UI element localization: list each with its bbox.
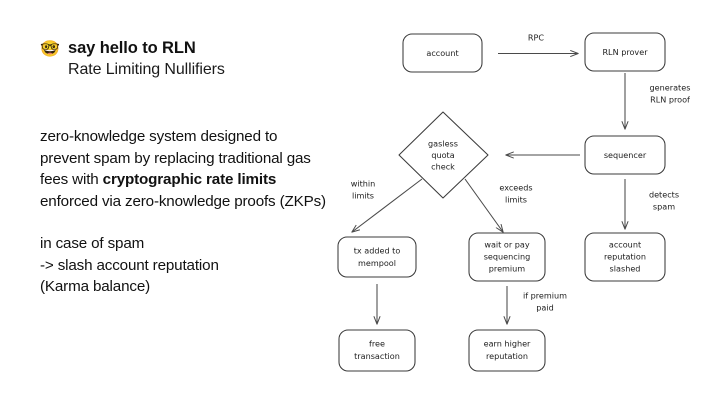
edge-within-limits: within limits [351, 178, 423, 233]
slide-header: 🤓 say hello to RLN Rate Limiting Nullifi… [40, 38, 340, 80]
node-rln-prover-label: RLN prover [602, 47, 648, 57]
spam-line-2: -> slash account reputation [40, 256, 219, 274]
node-gasless-quota-check[interactable]: gasless quota check [398, 111, 489, 199]
edge-within-limits-label-1: within [351, 179, 376, 189]
node-sequencer-label: sequencer [604, 150, 647, 160]
node-tx-added-to-mempool[interactable]: tx added to mempool [337, 236, 417, 278]
node-account-label: account [426, 48, 458, 58]
node-wait-or-pay-label-2: sequencing [484, 252, 531, 262]
node-reputation-slashed-label-2: reputation [604, 252, 646, 262]
node-quota-check-shape [398, 111, 489, 199]
edge-within-limits-label-2: limits [352, 191, 374, 201]
description-part-1: zero-knowledge system designed to preven… [40, 128, 311, 188]
edge-exceeds-limits-line [464, 178, 503, 232]
edge-within-limits-line [352, 178, 423, 232]
edge-detects-label-2: spam [653, 202, 675, 212]
node-quota-check-label-1: gasless [428, 139, 458, 149]
node-tx-mempool-label-2: mempool [358, 258, 396, 268]
paragraph-spacer [40, 212, 330, 233]
edge-rpc-label: RPC [528, 33, 545, 43]
node-rln-prover[interactable]: RLN prover [584, 32, 666, 72]
edge-if-premium-label-2: paid [536, 303, 553, 313]
edge-generates-label-2: RLN proof [650, 95, 690, 105]
nerd-face-emoji: 🤓 [40, 41, 60, 58]
node-reputation-slashed-label-1: account [609, 240, 641, 250]
edge-detects-label-1: detects [649, 190, 679, 200]
node-tx-mempool-label-1: tx added to [354, 246, 401, 256]
description-paragraph: zero-knowledge system designed to preven… [40, 126, 330, 212]
node-earn-reputation-label-2: reputation [486, 351, 528, 361]
edge-detects-spam: detects spam [625, 179, 679, 229]
node-wait-or-pay-label-1: wait or pay [484, 240, 530, 250]
description-part-2: enforced via zero-knowledge proofs (ZKPs… [40, 192, 326, 210]
node-quota-check-label-3: check [431, 162, 455, 172]
node-wait-or-pay-label-3: premium [489, 264, 526, 274]
node-tx-mempool-shape [337, 236, 417, 278]
node-free-transaction[interactable]: free transaction [338, 329, 416, 372]
node-earn-reputation-label-1: earn higher [484, 339, 531, 349]
page-title: say hello to RLN [68, 39, 196, 57]
edge-exceeds-limits: exceeds limits [464, 178, 533, 232]
node-account-reputation-slashed[interactable]: account reputation slashed [584, 232, 666, 282]
spam-line-3: (Karma balance) [40, 278, 151, 295]
node-earn-reputation-shape [468, 329, 546, 372]
edge-if-premium-label-1: if premium [523, 291, 567, 301]
node-earn-higher-reputation[interactable]: earn higher reputation [468, 329, 546, 372]
node-quota-check-label-2: quota [431, 150, 454, 160]
description-emphasis: cryptographic rate limits [102, 171, 277, 188]
node-account[interactable]: account [402, 33, 483, 73]
edge-rpc: RPC [498, 33, 578, 54]
node-sequencer-shape [584, 135, 666, 175]
edge-generates-label-1: generates [650, 83, 691, 93]
edge-exceeds-limits-label-2: limits [505, 195, 527, 205]
title-row: 🤓 say hello to RLN Rate Limiting Nullifi… [40, 38, 340, 80]
node-free-transaction-shape [338, 329, 416, 372]
node-free-transaction-label-1: free [369, 339, 385, 349]
node-reputation-slashed-shape [584, 232, 666, 282]
node-wait-or-pay-shape [468, 232, 546, 282]
node-reputation-slashed-label-3: slashed [610, 264, 641, 274]
node-sequencer[interactable]: sequencer [584, 135, 666, 175]
edge-generates-rln-proof: generates RLN proof [625, 73, 690, 129]
node-account-shape [402, 33, 483, 73]
edge-exceeds-limits-label-1: exceeds [499, 183, 532, 193]
spam-paragraph: in case of spam -> slash account reputat… [40, 233, 330, 298]
rln-flow-diagram: account RPC RLN prover generates RLN pro… [330, 16, 720, 401]
title-block: say hello to RLN Rate Limiting Nullifier… [68, 38, 225, 80]
node-free-transaction-label-2: transaction [354, 351, 400, 361]
node-wait-or-pay[interactable]: wait or pay sequencing premium [468, 232, 546, 282]
edge-if-premium-paid: if premium paid [507, 286, 567, 324]
page-subtitle: Rate Limiting Nullifiers [68, 61, 225, 78]
node-rln-prover-shape [584, 32, 666, 72]
body-copy: zero-knowledge system designed to preven… [40, 126, 330, 298]
spam-line-1: in case of spam [40, 235, 145, 252]
